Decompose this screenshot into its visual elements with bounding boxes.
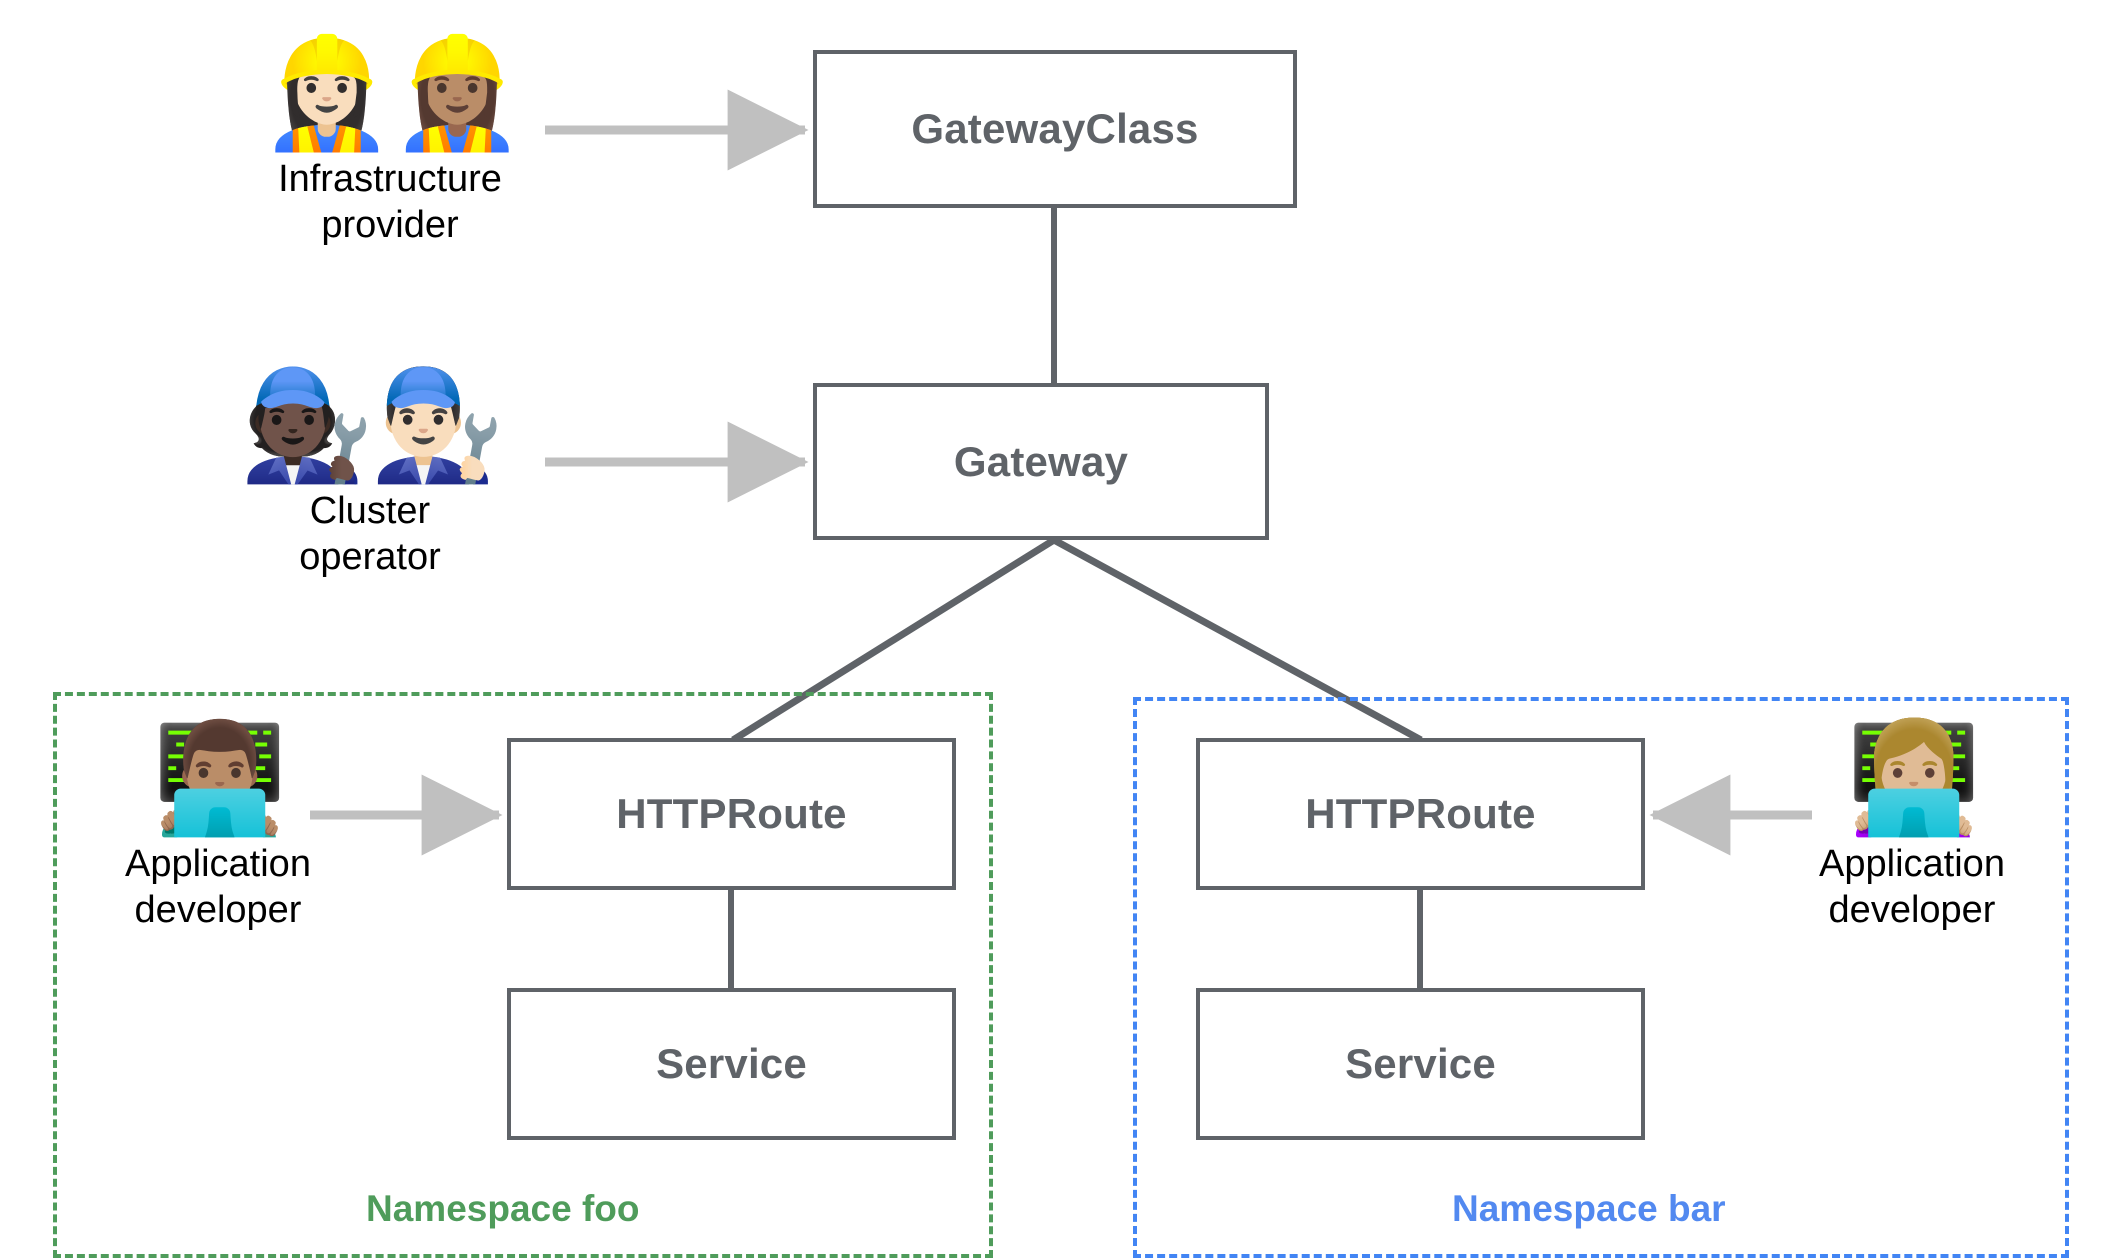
service-foo-box[interactable]: Service: [507, 988, 956, 1140]
persona-cluster-operator-label: Cluster operator: [299, 490, 441, 579]
httproute-bar-label: HTTPRoute: [1305, 790, 1536, 837]
persona-infrastructure-provider: 👷🏻‍♀️👷🏽‍♀️ Infrastructure provider: [260, 40, 525, 249]
persona-infrastructure-provider-label: Infrastructure provider: [278, 158, 502, 247]
persona-application-developer-foo: 👨🏽‍💻 Application developer: [98, 725, 338, 934]
persona-cluster-operator: 🧑🏿‍🔧👨🏻‍🔧 Cluster operator: [240, 372, 505, 581]
technologist-woman-icon: 👩🏼‍💻: [1846, 716, 1981, 841]
persona-application-developer-bar: 👩🏼‍💻 Application developer: [1792, 725, 2032, 934]
namespace-bar-label: Namespace bar: [1452, 1188, 1726, 1229]
namespace-foo-label: Namespace foo: [366, 1188, 640, 1229]
httproute-bar-box[interactable]: HTTPRoute: [1196, 738, 1645, 890]
gateway-label: Gateway: [953, 437, 1129, 485]
namespace-foo-container: [53, 692, 993, 1258]
service-foo-label: Service: [656, 1040, 807, 1087]
namespace-bar-container: [1133, 697, 2069, 1258]
persona-application-developer-bar-label: Application developer: [1819, 843, 2005, 932]
technologist-man-icon: 👨🏽‍💻: [152, 716, 287, 841]
httproute-foo-label: HTTPRoute: [616, 790, 847, 837]
mechanic-icon: 🧑🏿‍🔧👨🏻‍🔧: [239, 363, 505, 488]
service-bar-box[interactable]: Service: [1196, 988, 1645, 1140]
persona-application-developer-foo-label: Application developer: [125, 843, 311, 932]
gateway-box[interactable]: Gateway: [813, 383, 1269, 540]
httproute-foo-box[interactable]: HTTPRoute: [507, 738, 956, 890]
construction-worker-woman-icon: 👷🏻‍♀️👷🏽‍♀️: [259, 31, 525, 156]
service-bar-label: Service: [1345, 1040, 1496, 1087]
gatewayclass-label: GatewayClass: [911, 105, 1199, 152]
gatewayclass-box[interactable]: GatewayClass: [813, 50, 1297, 208]
